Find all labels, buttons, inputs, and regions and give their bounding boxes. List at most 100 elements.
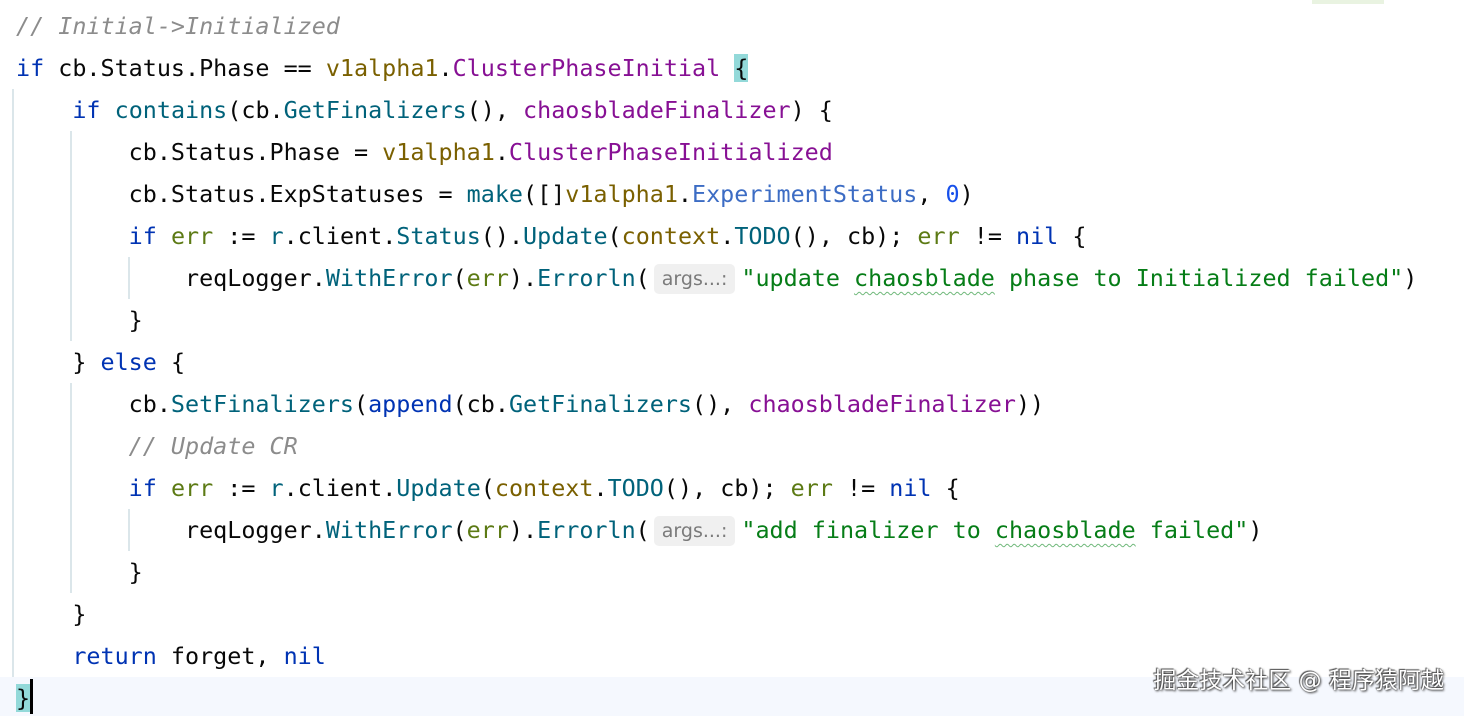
code-line[interactable]: reqLogger.WithError(err).Errorln(args...…: [0, 509, 1262, 551]
code-line[interactable]: return forget, nil: [0, 635, 326, 677]
matched-brace: }: [16, 684, 31, 712]
code-token: {: [931, 474, 960, 502]
code-token: !=: [832, 474, 890, 502]
code-line[interactable]: }: [0, 593, 86, 635]
indentation: [16, 558, 129, 586]
code-token: reqLogger.: [185, 264, 326, 292]
code-token: }: [128, 558, 143, 586]
code-token: Status: [396, 222, 481, 250]
indentation: [16, 516, 185, 544]
code-token: .: [720, 222, 735, 250]
code-line[interactable]: }: [0, 299, 143, 341]
code-token: GetFinalizers: [508, 390, 693, 418]
code-token: [101, 96, 115, 124]
code-line[interactable]: cb.Status.ExpStatuses = make([]v1alpha1.…: [0, 173, 974, 215]
code-line[interactable]: }: [0, 677, 1464, 716]
code-token: }: [72, 600, 87, 628]
code-token: "update: [741, 264, 855, 292]
code-token: ([]: [523, 180, 566, 208]
code-token: :=: [213, 474, 270, 502]
indentation: [16, 474, 129, 502]
code-line[interactable]: cb.Status.Phase = v1alpha1.ClusterPhaseI…: [0, 131, 833, 173]
code-token: ) {: [790, 96, 833, 124]
code-token: Errorln: [537, 516, 636, 544]
code-token: TODO: [607, 474, 664, 502]
code-token: else: [100, 348, 157, 376]
matched-brace: {: [734, 54, 749, 82]
code-token: .: [494, 138, 509, 166]
code-token: (: [354, 390, 369, 418]
code-line[interactable]: if err := r.client.Status().Update(conte…: [0, 215, 1087, 257]
code-token: v1alpha1: [382, 138, 495, 166]
code-token: "add finalizer to: [741, 516, 995, 544]
code-token: (cb.: [227, 96, 284, 124]
code-line[interactable]: }: [0, 551, 143, 593]
code-line[interactable]: if err := r.client.Update(context.TODO()…: [0, 467, 960, 509]
code-line[interactable]: // Update CR: [0, 425, 298, 467]
code-token: ): [959, 180, 974, 208]
indent-guide: [70, 383, 72, 593]
code-token: (: [635, 264, 650, 292]
indentation: [16, 180, 129, 208]
spelling-warning: chaosblade: [994, 516, 1136, 544]
code-token: ): [1403, 264, 1418, 292]
code-token: if: [128, 222, 157, 250]
indentation: [16, 642, 72, 670]
code-token: v1alpha1: [565, 180, 678, 208]
code-line[interactable]: reqLogger.WithError(err).Errorln(args...…: [0, 257, 1417, 299]
code-token: .: [438, 54, 453, 82]
code-token: (: [452, 264, 467, 292]
code-token: (), cb);: [663, 474, 791, 502]
indentation: [16, 348, 72, 376]
code-token: [720, 54, 734, 82]
indent-guide: [70, 131, 72, 341]
code-token: r: [269, 222, 284, 250]
code-token: ().: [480, 222, 524, 250]
parameter-hint: args...:: [653, 264, 736, 294]
code-line[interactable]: } else {: [0, 341, 185, 383]
code-token: TODO: [734, 222, 791, 250]
indent-guide: [128, 509, 130, 551]
code-token: .: [593, 474, 608, 502]
code-token: (: [480, 474, 495, 502]
code-token: ClusterPhaseInitial: [452, 54, 721, 82]
text-caret: [30, 679, 33, 714]
code-token: [157, 222, 171, 250]
code-token: v1alpha1: [325, 54, 439, 82]
code-token: cb.Status.ExpStatuses =: [128, 180, 467, 208]
code-line[interactable]: if cb.Status.Phase == v1alpha1.ClusterPh…: [0, 47, 749, 89]
indent-guide: [12, 89, 14, 677]
code-token: 0: [945, 180, 960, 208]
code-token: .client.: [283, 222, 397, 250]
code-token: ,: [917, 180, 946, 208]
code-line[interactable]: if contains(cb.GetFinalizers(), chaosbla…: [0, 89, 833, 131]
indent-guide: [128, 257, 130, 299]
code-token: ): [1248, 516, 1263, 544]
code-token: }: [72, 348, 101, 376]
indentation: [16, 138, 129, 166]
code-line[interactable]: // Initial->Initialized: [0, 5, 340, 47]
code-token: )): [1015, 390, 1045, 418]
code-token: err: [466, 516, 509, 544]
code-token: :=: [213, 222, 270, 250]
code-token: append: [368, 390, 453, 418]
code-token: err: [917, 222, 960, 250]
code-line[interactable]: cb.SetFinalizers(append(cb.GetFinalizers…: [0, 383, 1044, 425]
code-token: failed": [1135, 516, 1249, 544]
code-token: r: [269, 474, 284, 502]
code-token: return: [72, 642, 157, 670]
code-token: ).: [508, 516, 538, 544]
code-token: Update: [523, 222, 608, 250]
code-token: WithError: [325, 264, 453, 292]
code-token: (: [607, 222, 622, 250]
code-token: chaosbladeFinalizer: [523, 96, 791, 124]
code-token: }: [128, 306, 143, 334]
code-token: reqLogger.: [185, 516, 326, 544]
code-token: cb.Status.Phase =: [128, 138, 383, 166]
code-token: err: [466, 264, 509, 292]
code-token: chaosbladeFinalizer: [748, 390, 1016, 418]
code-token: phase to Initialized failed": [994, 264, 1404, 292]
code-token: context: [621, 222, 721, 250]
code-token: // Update CR: [128, 432, 298, 460]
